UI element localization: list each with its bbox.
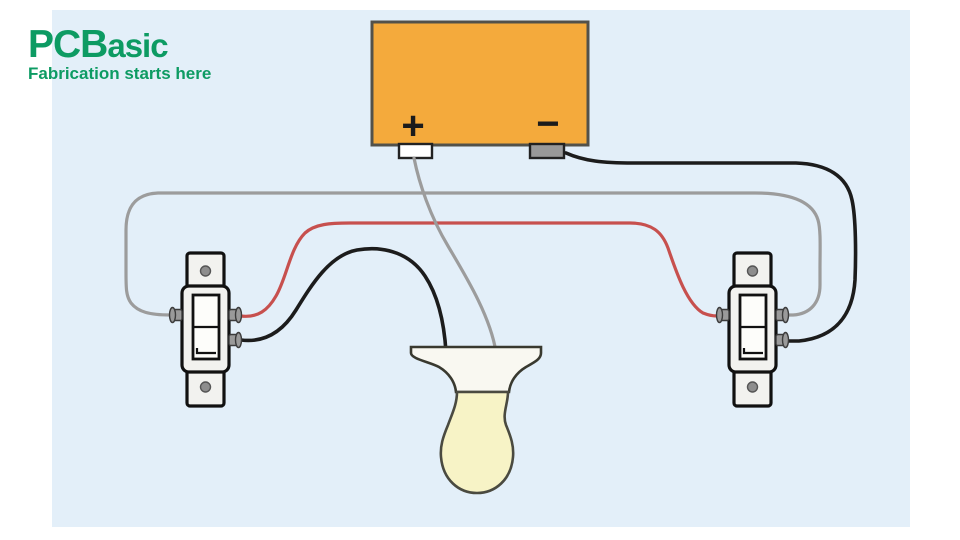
brand-logo-suffix: asic bbox=[107, 27, 168, 64]
brand-tagline: Fabrication starts here bbox=[28, 64, 211, 83]
light-bulb bbox=[409, 345, 543, 495]
battery-positive-label: + bbox=[401, 104, 424, 148]
battery-positive-terminal bbox=[397, 142, 434, 160]
brand-logo-prefix: PCB bbox=[28, 23, 107, 66]
wire-gray-traveler bbox=[124, 191, 822, 317]
battery-body bbox=[370, 20, 590, 147]
bulb-glass bbox=[439, 390, 515, 495]
brand-logo: PCBasic bbox=[28, 23, 168, 66]
battery-negative-label: − bbox=[536, 102, 559, 146]
wire-black-battery-to-switch bbox=[564, 151, 858, 343]
wire-black-switch-to-bulb bbox=[239, 246, 448, 354]
battery: + − bbox=[370, 20, 590, 160]
battery-negative-terminal bbox=[528, 142, 566, 160]
wire-gray-battery-to-bulb bbox=[412, 156, 498, 354]
wire-red-traveler bbox=[239, 221, 719, 318]
